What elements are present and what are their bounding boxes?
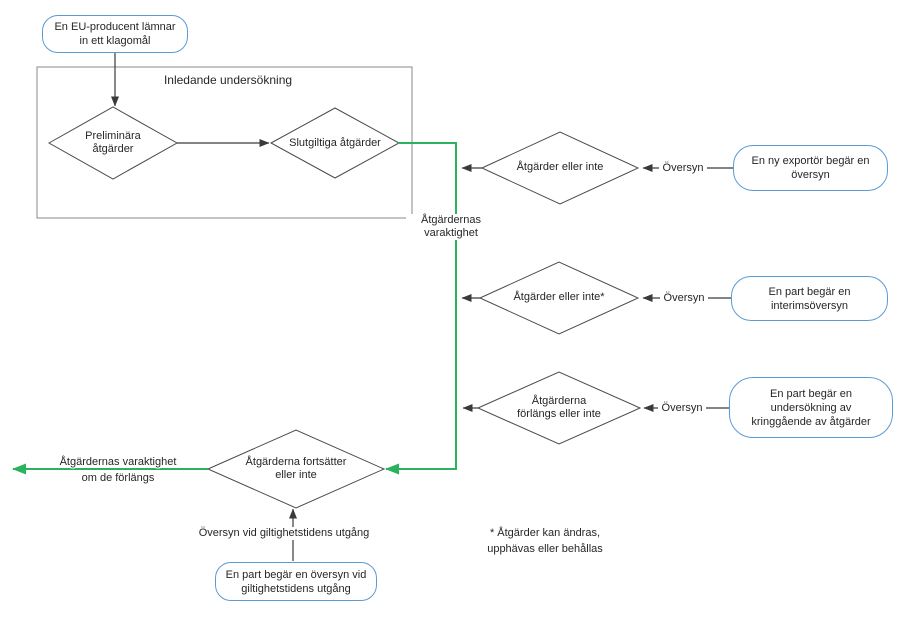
circumvention-box-line2: undersökning av: [770, 401, 852, 414]
final-measures-label: Slutgiltiga åtgärder: [289, 137, 381, 149]
measures-or-not-label: Åtgärder eller inte: [516, 161, 604, 173]
circumvention-box-line1: En part begär en: [770, 387, 852, 400]
measures-continue-diamond: [206, 429, 386, 509]
new-exporter-box-line1: En ny exportör begär en: [751, 155, 870, 167]
new-exporter-box: En ny exportör begär en översyn: [733, 145, 888, 191]
measures-extended-label: Åtgärderna förlängs eller inte: [517, 395, 601, 420]
circumvention-box: En part begär en undersökning av kringgå…: [729, 377, 893, 438]
complaint-box-line1: En EU-producent lämnar: [54, 21, 176, 33]
measures-extended-diamond: [476, 371, 642, 445]
oversyn-label-2: Översyn: [660, 292, 708, 305]
initial-investigation-title: Inledande undersökning: [163, 73, 293, 87]
interim-review-box-line2: interimsöversyn: [770, 299, 849, 312]
oversyn-label-3: Översyn: [658, 402, 706, 415]
new-exporter-box-line2: översyn: [791, 169, 830, 181]
oversyn-label-1: Översyn: [659, 162, 707, 175]
expiry-review-label: Översyn vid giltighetstidens utgång: [184, 527, 384, 540]
measures-or-not-diamond: [480, 131, 640, 205]
measures-continue-label: Åtgärderna fortsätter eller inte: [245, 456, 347, 481]
preliminary-measures-label: Preliminära åtgärder: [85, 130, 141, 155]
complaint-box: En EU-producent lämnar in ett klagomål: [42, 15, 188, 53]
expiry-request-box: En part begär en översyn vid giltighetst…: [215, 562, 377, 601]
circumvention-box-line3: kringgående av åtgärder: [751, 415, 871, 428]
duration-label: Åtgärdernas varaktighet: [406, 214, 496, 240]
duration-extended-label: Åtgärdernas varaktighet om de förlängs: [59, 456, 177, 484]
measures-or-not-star-diamond: [478, 261, 640, 335]
interim-review-box: En part begär en interimsöversyn: [731, 276, 888, 321]
interim-review-box-line1: En part begär en: [768, 285, 851, 298]
footnote: * Åtgärder kan ändras, upphävas eller be…: [487, 527, 603, 555]
measures-or-not-star-label: Åtgärder eller inte*: [513, 291, 605, 303]
expiry-request-box-line1: En part begär en översyn vid: [225, 568, 367, 581]
expiry-request-box-line2: giltighetstidens utgång: [241, 582, 351, 595]
complaint-box-line2: in ett klagomål: [79, 35, 151, 47]
duration-flow-line: [385, 142, 457, 475]
